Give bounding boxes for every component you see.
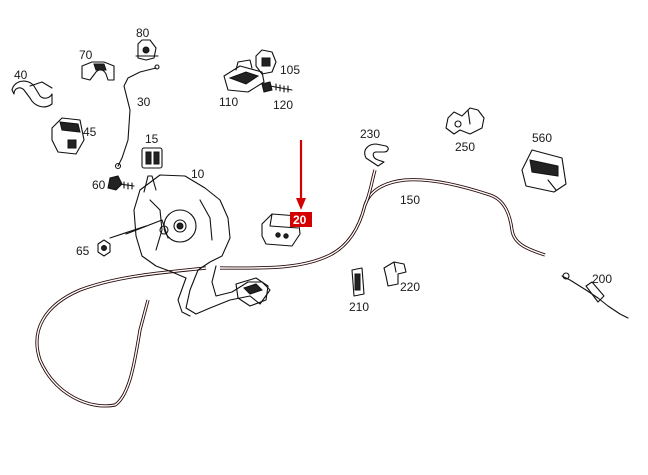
label-150[interactable]: 150 (400, 193, 420, 207)
main-brake-cable (35, 266, 207, 408)
part-210-clip (351, 267, 365, 297)
label-30[interactable]: 30 (137, 95, 151, 109)
label-20-highlighted[interactable]: 20 (293, 213, 307, 227)
label-15[interactable]: 15 (145, 132, 159, 146)
part-40-clip (11, 80, 53, 108)
part-65-nut (97, 239, 111, 257)
label-80[interactable]: 80 (136, 26, 150, 40)
part-30-rod (114, 64, 160, 170)
label-110[interactable]: 110 (219, 95, 238, 109)
part-70-clamp (81, 61, 115, 81)
label-250[interactable]: 250 (455, 140, 475, 154)
part-20-block (261, 213, 301, 247)
part-45-bracket (51, 117, 85, 155)
part-15-block (141, 147, 163, 169)
label-560[interactable]: 560 (532, 131, 552, 145)
part-60-bolt (107, 175, 135, 191)
label-60[interactable]: 60 (92, 178, 106, 192)
label-70[interactable]: 70 (79, 48, 93, 62)
part-105-bracket (255, 49, 277, 75)
label-220[interactable]: 220 (400, 280, 420, 294)
part-200-fitting (561, 272, 629, 319)
label-120[interactable]: 120 (273, 98, 293, 112)
part-110-switch (223, 59, 265, 93)
part-220-retainer (383, 261, 407, 287)
label-45[interactable]: 45 (83, 125, 97, 139)
label-10[interactable]: 10 (191, 167, 205, 181)
part-80-clip (135, 39, 159, 61)
part-560-module (521, 149, 567, 193)
part-120-screw (261, 81, 293, 93)
label-210[interactable]: 210 (349, 300, 369, 314)
part-10-pedal-assembly (109, 174, 271, 317)
label-200[interactable]: 200 (592, 272, 612, 286)
label-40[interactable]: 40 (14, 68, 28, 82)
label-65[interactable]: 65 (76, 244, 90, 258)
label-105[interactable]: 105 (280, 63, 300, 77)
highlight-arrow (296, 140, 306, 210)
label-230[interactable]: 230 (360, 127, 380, 141)
highlight-label-box (290, 212, 312, 227)
part-230-clip (364, 143, 389, 167)
part-250-bracket (445, 107, 485, 135)
cable-150 (219, 169, 546, 270)
